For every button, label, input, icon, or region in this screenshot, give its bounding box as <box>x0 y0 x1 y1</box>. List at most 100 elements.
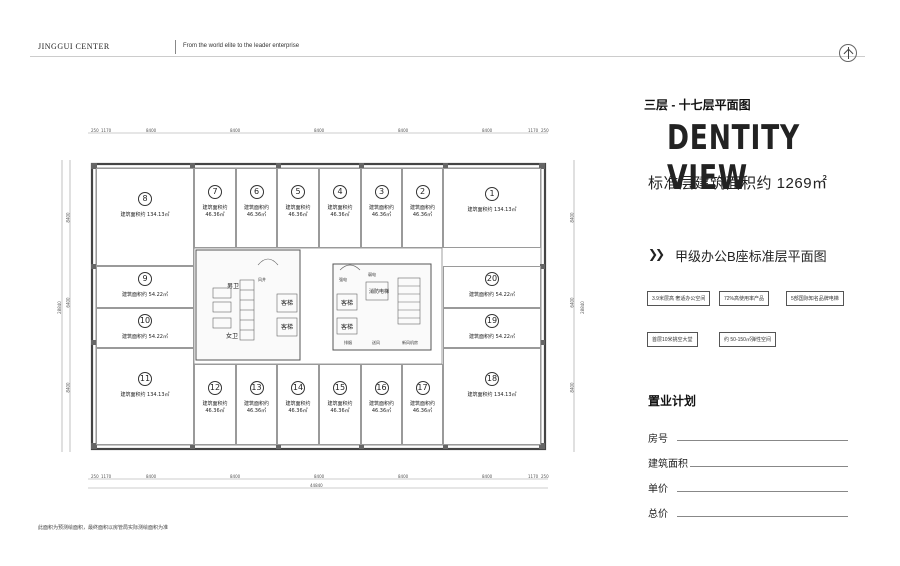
unit-area-value: 46.36㎡ <box>246 408 267 415</box>
unit-area-value: 46.36㎡ <box>371 212 392 218</box>
unit-number-badge: 11 <box>138 372 152 387</box>
unit-7[interactable] <box>194 168 236 248</box>
unit-area-label: 建筑面积约 <box>243 401 269 408</box>
unit-area-label: 建筑面积约 134.13㎡ <box>120 392 170 399</box>
footnote: 此面积为预测绘面积，最终面积以房管局实际测绘面积为准 <box>38 525 169 531</box>
unit-area-label: 建筑面积约 <box>327 205 353 211</box>
unit-area-value: 46.36㎡ <box>246 212 267 218</box>
building-area-field[interactable] <box>690 466 848 467</box>
feature-elevators: 5部国际知名品牌电梯 <box>786 291 844 306</box>
unit-number-badge: 14 <box>291 381 305 396</box>
unit-1[interactable] <box>443 168 541 248</box>
dim-bottom-5: 8400 <box>398 474 409 479</box>
unit-number-badge: 9 <box>138 272 152 287</box>
purchase-plan-heading: 置业计划 <box>648 394 697 408</box>
unit-area-value: 46.36㎡ <box>205 212 225 218</box>
tagline: From the world elite to the leader enter… <box>183 43 300 49</box>
unit-area-label: 建筑面积约 <box>368 205 394 211</box>
chevron-right-icon: ❯❯ <box>648 247 665 261</box>
unit-number-badge: 8 <box>138 192 152 207</box>
unit-price-field[interactable] <box>677 491 848 492</box>
core-room-2: 弱电 <box>368 272 376 277</box>
unit-15[interactable] <box>319 364 361 445</box>
fire-elevator-label: 消防电梯 <box>369 289 390 295</box>
feature-ceiling-height: 3.9米层高 奢适办公空间 <box>647 291 711 306</box>
building-area-label: 建筑面积 <box>648 459 688 470</box>
dim-top-1: 1170 <box>101 128 112 133</box>
elevator-label-4: 客梯 <box>341 324 354 331</box>
unit-area-label: 建筑面积约 <box>285 401 311 408</box>
unit-3[interactable] <box>361 168 402 248</box>
elevator-label-2: 客梯 <box>281 324 294 331</box>
unit-area-label: 建筑面积约 <box>202 401 228 408</box>
feature-lobby: 首层10米挑空大堂 <box>647 332 698 347</box>
compass-icon <box>839 44 857 62</box>
header-rule <box>30 56 865 57</box>
unit-4[interactable] <box>319 168 361 248</box>
feature-flexible-space: 约 50-150㎡弹性空间 <box>719 332 776 347</box>
unit-6[interactable] <box>236 168 277 248</box>
unit-18[interactable] <box>443 348 541 445</box>
unit-area-value: 46.36㎡ <box>330 408 350 415</box>
unit-area-label: 建筑面积约 54.22㎡ <box>122 292 168 299</box>
female-wc-label: 女卫 <box>226 333 239 340</box>
logo: JINGGUI CENTER <box>38 42 110 51</box>
header-divider <box>175 40 176 54</box>
unit-2[interactable] <box>402 168 443 248</box>
elevator-label-3: 客梯 <box>341 300 354 307</box>
floor-range-title: 三层 - 十七层平面图 <box>644 98 751 112</box>
room-number-label: 房号 <box>648 434 668 445</box>
unit-number-badge: 20 <box>485 272 499 287</box>
unit-number-badge: 18 <box>485 372 499 387</box>
density-view-title: DENTITY VIEW <box>667 118 801 198</box>
core-room-1: 强电 <box>339 277 347 282</box>
dim-top-8: 250 <box>541 128 549 133</box>
dim-bottom-7: 1170 <box>528 474 539 479</box>
dim-right-0: 8400 <box>569 212 575 223</box>
dim-top-5: 8400 <box>398 128 409 133</box>
unit-number-badge: 2 <box>415 185 430 199</box>
unit-13[interactable] <box>236 364 277 445</box>
room-number-field[interactable] <box>677 440 848 441</box>
core-room-3: 新风机房 <box>402 340 418 345</box>
dim-top-3: 8400 <box>230 128 241 133</box>
dim-bottom-1: 1170 <box>101 474 112 479</box>
unit-area-value: 46.36㎡ <box>330 212 350 218</box>
unit-area-value: 46.36㎡ <box>371 408 392 415</box>
dim-right-2: 8400 <box>569 382 575 393</box>
dim-bottom-4: 8400 <box>314 474 325 479</box>
unit-11[interactable] <box>96 348 194 445</box>
unit-area-label: 建筑面积约 <box>368 401 394 408</box>
dim-left-1: 6400 <box>65 297 71 308</box>
dim-bottom-2: 8400 <box>146 474 157 479</box>
unit-16[interactable] <box>361 364 402 445</box>
unit-area-label: 建筑面积约 54.22㎡ <box>469 292 515 299</box>
unit-area-label: 建筑面积约 <box>327 401 353 408</box>
feature-efficiency: 72%高使用率产品 <box>719 291 770 306</box>
unit-area-value: 46.36㎡ <box>412 408 433 415</box>
unit-14[interactable] <box>277 364 319 445</box>
core-room-4: 排烟 <box>344 340 352 345</box>
unit-area-value: 46.36㎡ <box>288 408 308 415</box>
unit-number-badge: 6 <box>249 185 264 199</box>
male-wc-label: 男卫 <box>227 283 240 290</box>
unit-17[interactable] <box>402 364 443 445</box>
unit-5[interactable] <box>277 168 319 248</box>
unit-number-badge: 4 <box>333 185 347 199</box>
total-price-label: 总价 <box>648 509 668 520</box>
unit-number-badge: 16 <box>374 381 389 396</box>
unit-12[interactable] <box>194 364 236 445</box>
elevator-label-1: 客梯 <box>281 300 294 307</box>
unit-number-badge: 7 <box>208 185 222 199</box>
unit-number-badge: 1 <box>485 186 499 201</box>
total-price-field[interactable] <box>677 516 848 517</box>
unit-8[interactable] <box>96 168 194 266</box>
dim-bottom-8: 250 <box>541 474 549 479</box>
core-room-5: 送风 <box>372 340 380 345</box>
unit-area-label: 建筑面积约 <box>285 205 311 211</box>
standard-floor-area: 标准层建筑面积约 1269㎡ <box>648 175 828 192</box>
unit-area-label: 建筑面积约 <box>409 205 435 211</box>
unit-area-label: 建筑面积约 54.22㎡ <box>122 333 168 340</box>
unit-area-value: 46.36㎡ <box>205 408 225 415</box>
unit-number-badge: 15 <box>333 381 347 396</box>
